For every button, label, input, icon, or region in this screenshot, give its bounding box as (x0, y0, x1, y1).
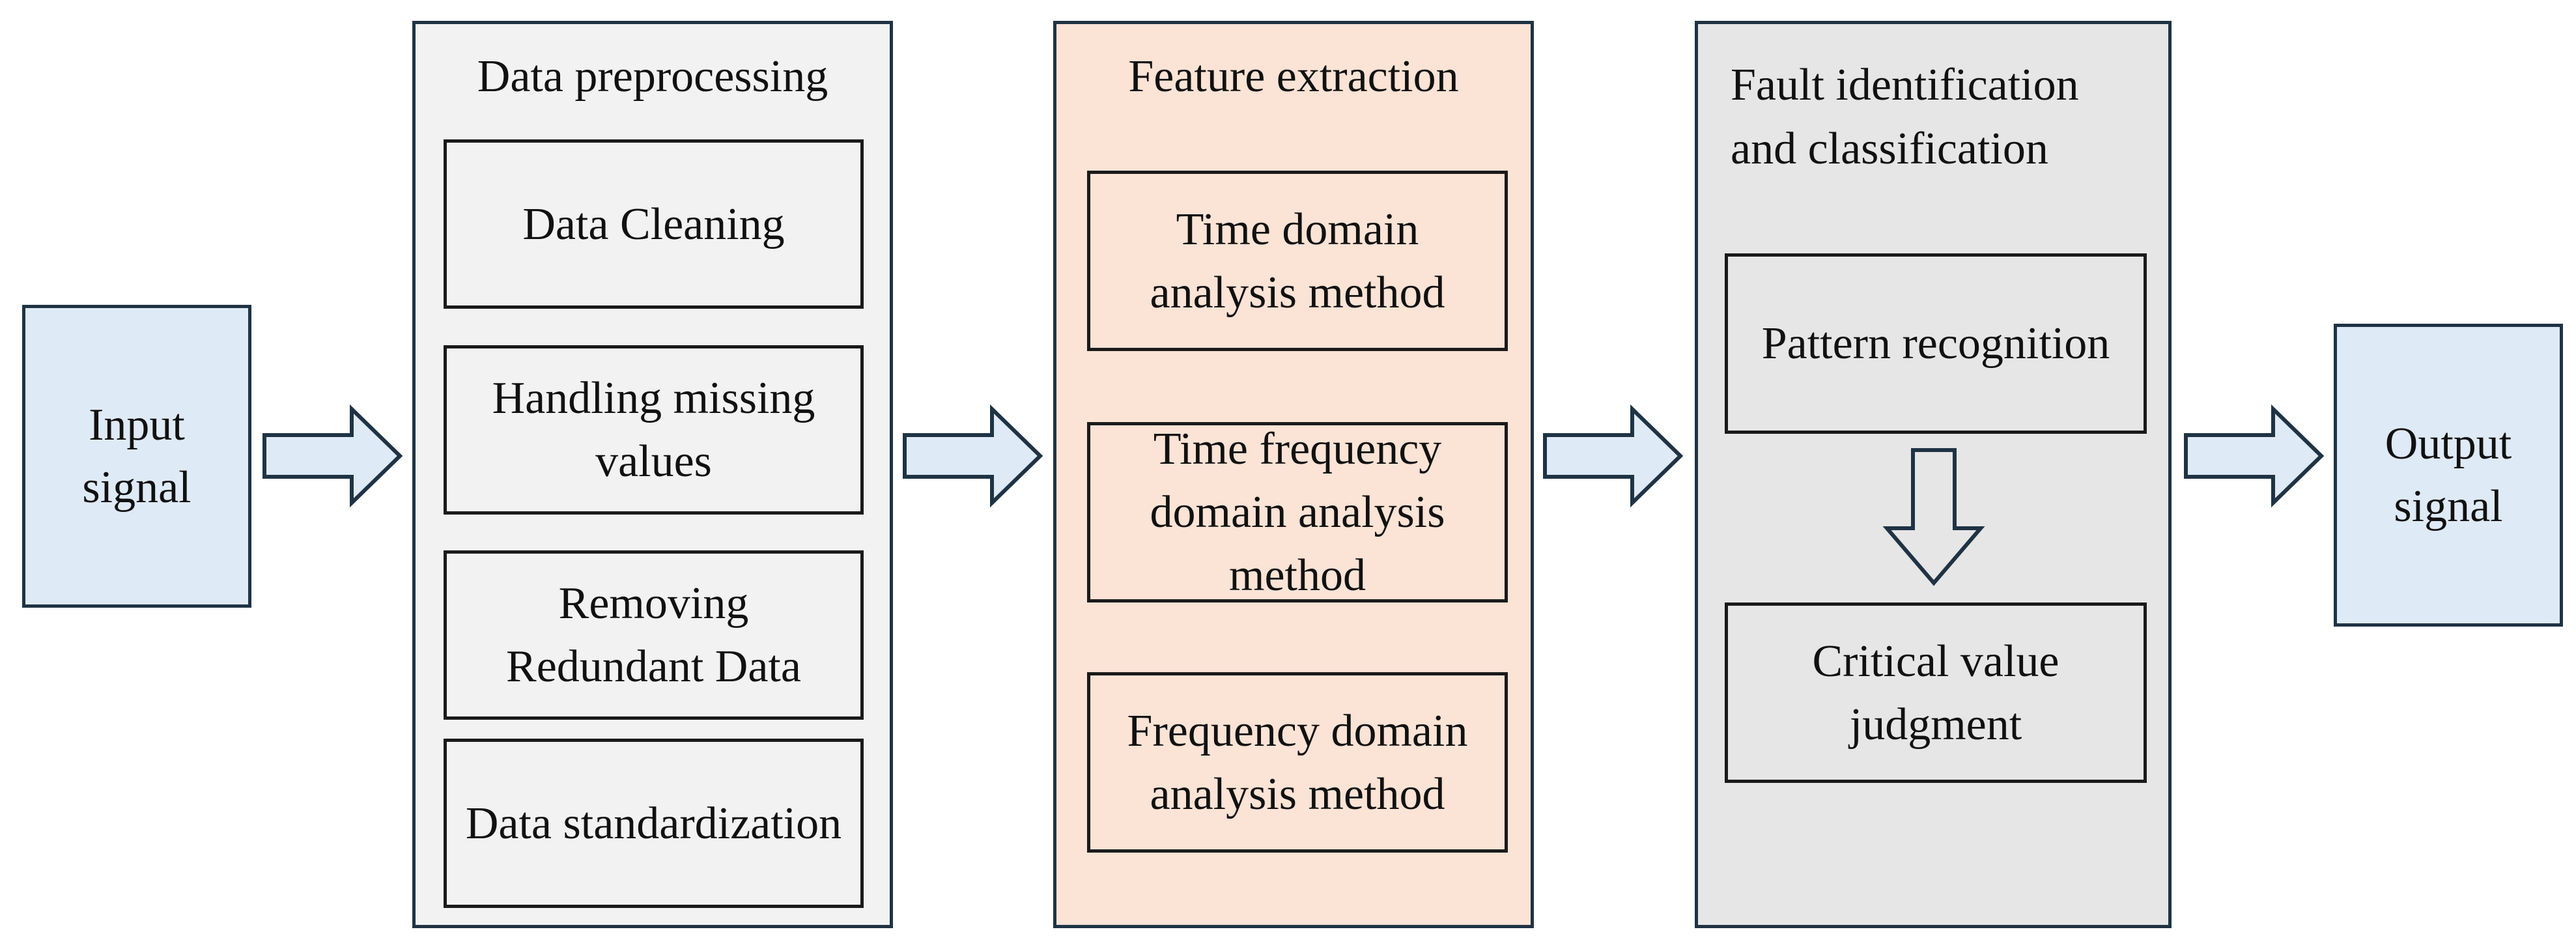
time-frequency-domain-analysis-label: Time frequency domain analysis method (1150, 424, 1445, 601)
data-standardization-label: Data standardization (465, 798, 842, 849)
output-signal-label: Output signal (2385, 418, 2512, 531)
arrow-right-icon (903, 404, 1043, 508)
arrow-right-icon (1543, 404, 1684, 508)
arrow-right-icon (262, 404, 403, 508)
frequency-domain-analysis-label: Frequency domain analysis method (1127, 705, 1468, 819)
input-signal-label: Input signal (82, 399, 191, 513)
fault-identification-title: Fault identification and classification (1731, 60, 2079, 174)
removing-redundant-data-label: Removing Redundant Data (506, 578, 801, 692)
critical-value-judgment-box: Critical value judgment (1725, 602, 2147, 783)
critical-value-judgment-label: Critical value judgment (1812, 636, 2059, 750)
time-frequency-domain-analysis-box: Time frequency domain analysis method (1087, 422, 1508, 602)
pattern-recognition-label: Pattern recognition (1761, 319, 2110, 369)
input-signal-box: Input signal (22, 305, 251, 608)
time-domain-analysis-box: Time domain analysis method (1087, 171, 1508, 351)
feature-extraction-panel: Feature extraction Time domain analysis … (1053, 21, 1534, 928)
pattern-recognition-box: Pattern recognition (1725, 253, 2147, 434)
feature-extraction-title: Feature extraction (1128, 51, 1459, 102)
arrow-down-icon (1882, 448, 1985, 586)
arrow-right-icon (2184, 404, 2325, 508)
frequency-domain-analysis-box: Frequency domain analysis method (1087, 672, 1508, 853)
fault-identification-panel: Fault identification and classification … (1695, 21, 2172, 928)
handling-missing-values-box: Handling missing values (444, 345, 864, 515)
data-cleaning-box: Data Cleaning (444, 139, 864, 309)
data-cleaning-label: Data Cleaning (522, 199, 785, 249)
handling-missing-values-label: Handling missing values (492, 373, 815, 487)
removing-redundant-data-box: Removing Redundant Data (444, 550, 864, 720)
data-standardization-box: Data standardization (444, 739, 864, 908)
data-preprocessing-panel: Data preprocessing Data Cleaning Handlin… (412, 21, 893, 928)
time-domain-analysis-label: Time domain analysis method (1150, 204, 1445, 318)
data-preprocessing-title: Data preprocessing (477, 51, 828, 102)
output-signal-box: Output signal (2334, 324, 2563, 627)
